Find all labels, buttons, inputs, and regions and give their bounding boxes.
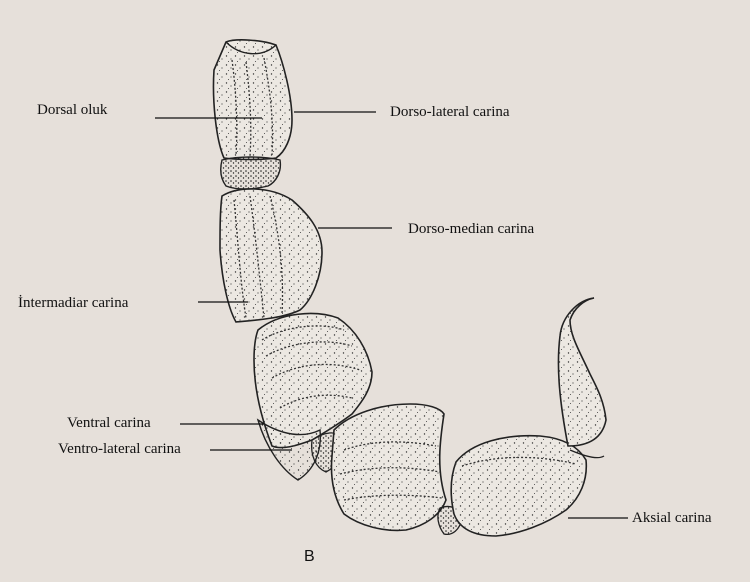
label-dorso-lateral-carina: Dorso-lateral carina xyxy=(390,103,510,121)
label-ventral-carina: Ventral carina xyxy=(67,414,151,432)
label-dorso-median-carina: Dorso-median carina xyxy=(408,220,534,238)
metasomal-segment-1 xyxy=(213,40,292,160)
label-intermadiar-carina: İntermadiar carina xyxy=(18,294,128,312)
label-dorsal-oluk: Dorsal oluk xyxy=(37,101,107,119)
telson xyxy=(558,298,606,458)
metasomal-segment-4 xyxy=(332,404,447,530)
label-ventro-lateral-carina: Ventro-lateral carina xyxy=(58,440,181,458)
panel-letter: B xyxy=(304,548,315,566)
label-aksial-carina: Aksial carina xyxy=(632,509,712,527)
metasomal-segment-5 xyxy=(451,436,586,536)
joint-1 xyxy=(221,157,281,189)
